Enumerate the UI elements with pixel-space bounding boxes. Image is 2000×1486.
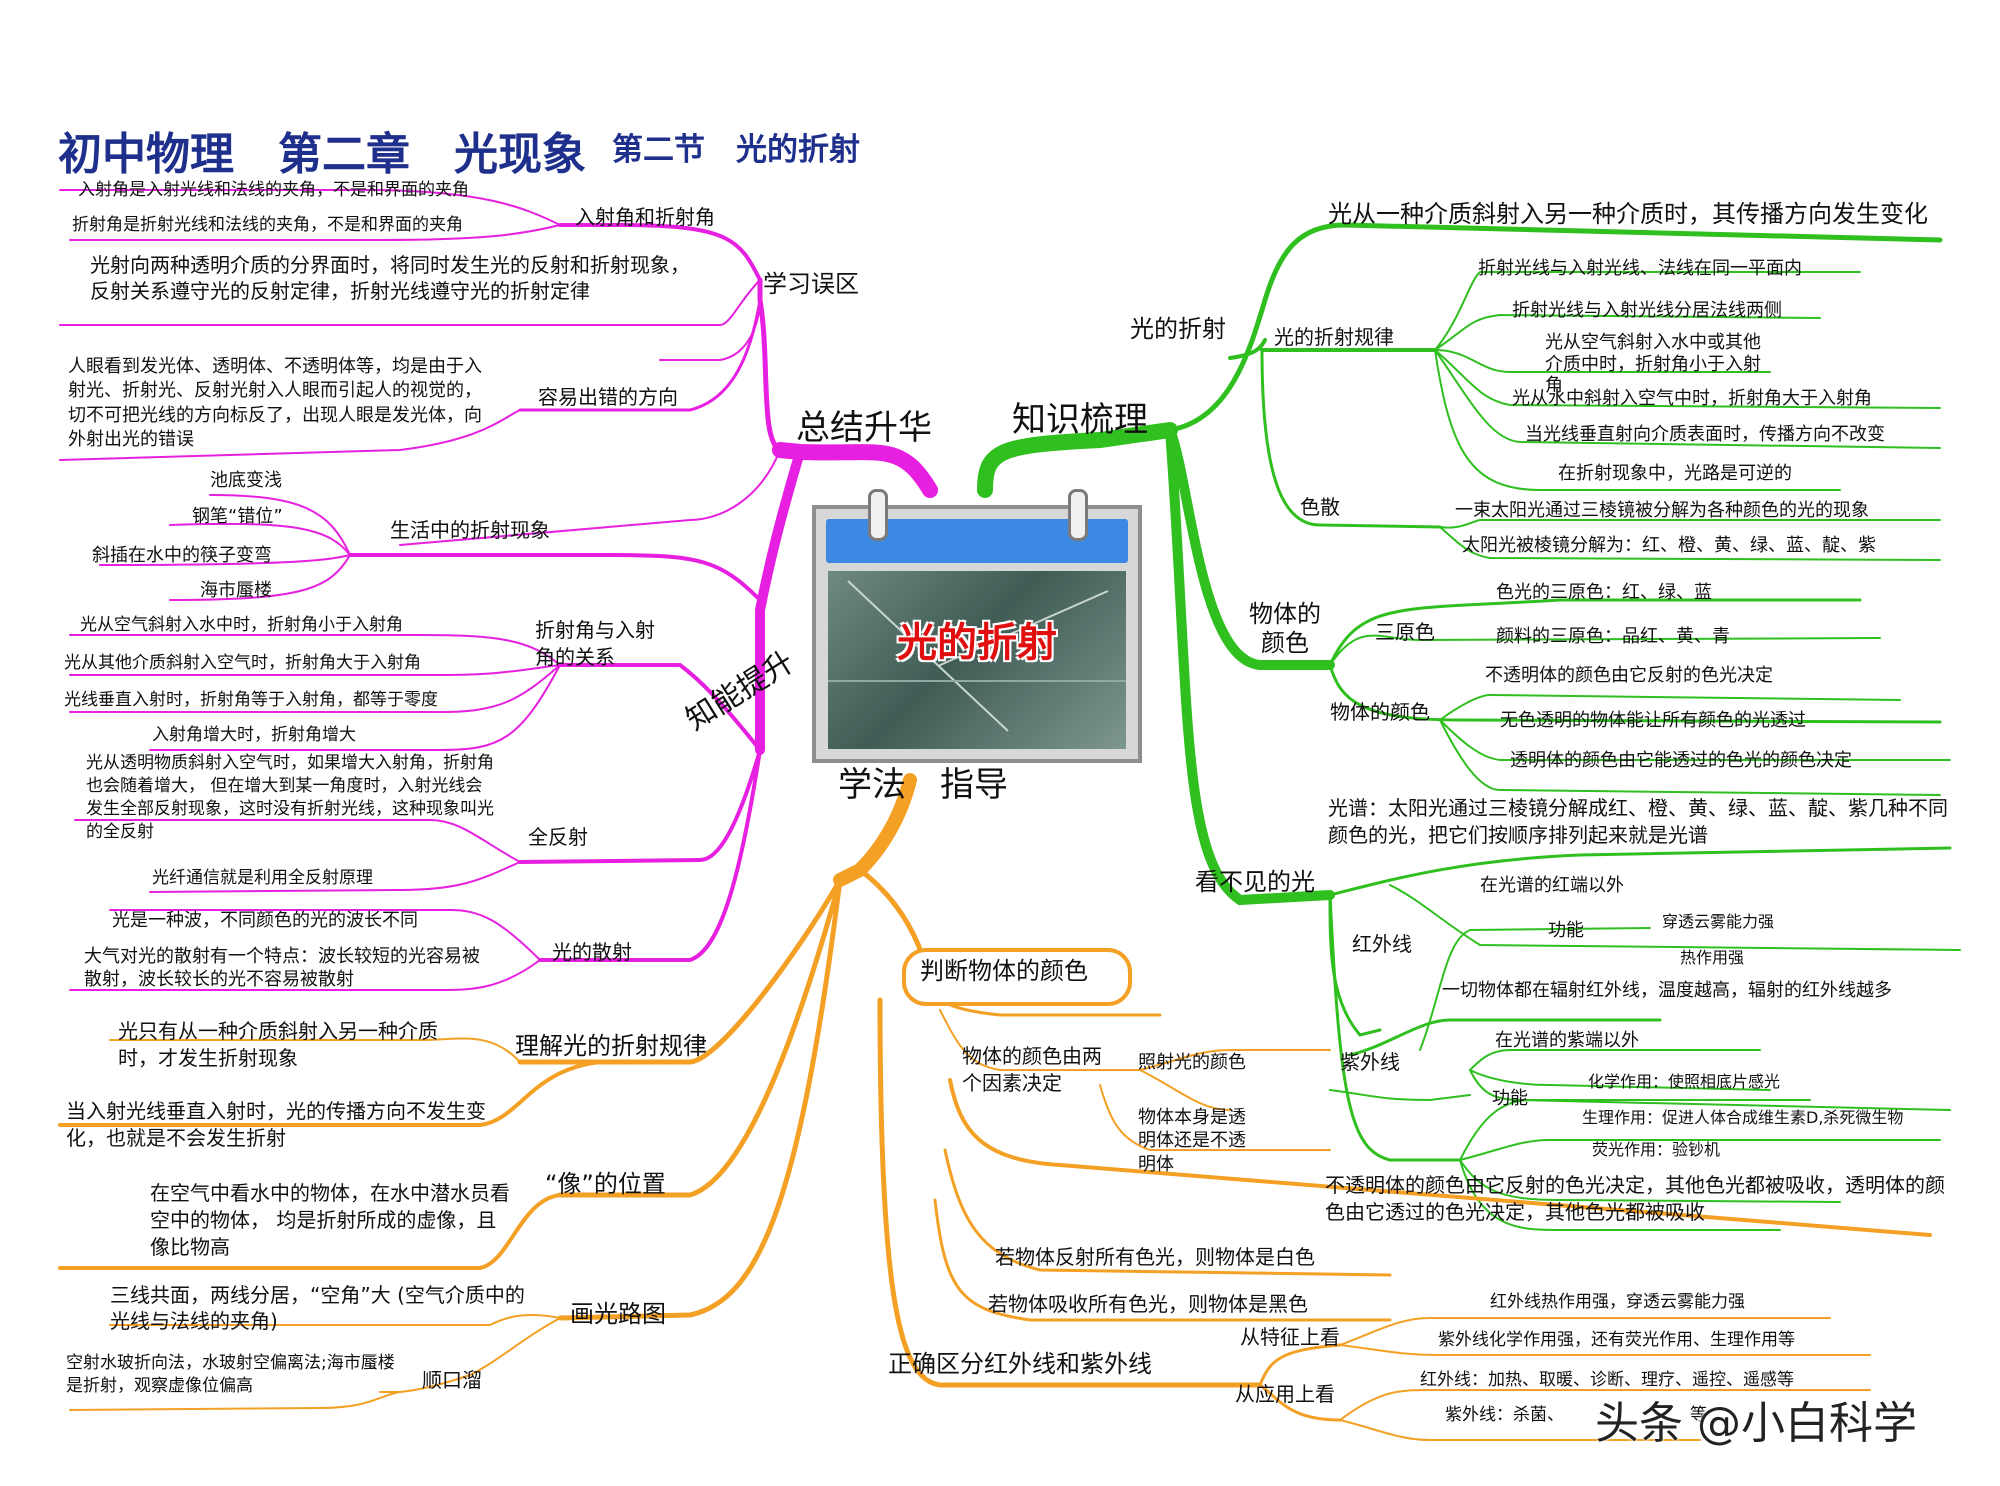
application-item: 紫外线：杀菌、 bbox=[1445, 1405, 1564, 1425]
node-primary-colors: 三原色 bbox=[1375, 620, 1435, 644]
draw-path-text: 三线共面，两线分居，“空角”大 (空气介质中的光线与法线的夹角) bbox=[110, 1283, 525, 1333]
node-judge-color: 判断物体的颜色 bbox=[920, 957, 1088, 985]
law-item: 光从水中斜射入空气中时，折射角大于入射角 bbox=[1512, 388, 1872, 409]
ultraviolet-function-item: 荧光作用：验钞机 bbox=[1592, 1140, 1721, 1159]
ultraviolet-function-item: 化学作用：使照相底片感光 bbox=[1588, 1072, 1781, 1091]
law-item: 折射光线与入射光线分居法线两侧 bbox=[1512, 300, 1782, 321]
water-refraction-icon bbox=[828, 580, 1126, 732]
node-distinguish-ir-uv: 正确区分红外线和紫外线 bbox=[888, 1350, 1152, 1378]
infrared-position: 在光谱的红端以外 bbox=[1480, 875, 1624, 896]
life-item: 海市蜃楼 bbox=[200, 580, 272, 601]
ultraviolet-position: 在光谱的紫端以外 bbox=[1495, 1030, 1639, 1051]
white-text: 若物体反射所有色光，则物体是白色 bbox=[995, 1245, 1315, 1269]
node-rhyme: 顺口溜 bbox=[422, 1368, 482, 1392]
branch-method: 学法 指导 bbox=[838, 765, 1008, 805]
law-item: 当光线垂直射向介质表面时，传播方向不改变 bbox=[1525, 424, 1885, 445]
life-item: 钢笔“错位” bbox=[192, 506, 283, 527]
node-dispersion: 色散 bbox=[1300, 495, 1340, 519]
node-ultraviolet: 紫外线 bbox=[1340, 1050, 1400, 1074]
judge-color-box bbox=[902, 948, 1132, 1006]
node-angles: 入射角和折射角 bbox=[575, 205, 715, 229]
page-subtitle: 第二节 光的折射 bbox=[612, 132, 860, 168]
direction-text: 人眼看到发光体、透明体、不透明体等，均是由于入射光、折射光、反射光射入人眼而引起… bbox=[68, 356, 482, 450]
infrared-function: 功能 bbox=[1548, 920, 1584, 941]
feature-item: 红外线热作用强，穿透云雾能力强 bbox=[1490, 1292, 1745, 1312]
angle-item: 折射角是折射光线和法线的夹角，不是和界面的夹角 bbox=[72, 215, 463, 235]
node-object-color: 物体的颜色 bbox=[1249, 600, 1321, 657]
watermark: 头条 @小白科学 bbox=[1595, 1398, 1917, 1449]
image-position-text: 在空气中看水中的物体，在水中潜水员看空中的物体， 均是折射所成的虚像，且像比物高 bbox=[150, 1181, 510, 1259]
object-color-item: 无色透明的物体能让所有颜色的光透过 bbox=[1500, 710, 1806, 731]
green-branch-lines bbox=[977, 222, 1961, 1231]
node-angle-relation: 折射角与入射角的关系 bbox=[535, 618, 655, 669]
life-item: 斜插在水中的筷子变弯 bbox=[92, 545, 272, 566]
rhyme-text: 空射水玻折向法，水玻射空偏离法;海市蜃楼是折射，观察虚像位偏高 bbox=[66, 1353, 395, 1396]
law-item: 在折射现象中，光路是可逆的 bbox=[1558, 463, 1792, 484]
relation-item: 光从其他介质斜射入空气时，折射角大于入射角 bbox=[64, 653, 421, 673]
scattering-item: 光是一种波，不同颜色的光的波长不同 bbox=[112, 910, 418, 931]
application-item-tail: 等 bbox=[1690, 1405, 1707, 1425]
node-direction: 容易出错的方向 bbox=[538, 385, 678, 409]
dispersion-item: 一束太阳光通过三棱镜被分解为各种颜色的光的现象 bbox=[1455, 500, 1869, 521]
law-item: 折射光线与入射光线、法线在同一平面内 bbox=[1478, 258, 1802, 279]
center-title: 光的折射 bbox=[897, 620, 1057, 666]
relation-item: 入射角增大时，折射角增大 bbox=[152, 725, 356, 745]
relation-item: 光从空气斜射入水中时，折射角小于入射角 bbox=[80, 615, 403, 635]
feature-item: 紫外线化学作用强，还有荧光作用、生理作用等 bbox=[1438, 1330, 1795, 1350]
binder-ring-right-icon bbox=[1068, 489, 1088, 541]
application-item: 红外线：加热、取暖、诊断、理疗、遥控、遥感等 bbox=[1420, 1370, 1794, 1390]
fiber-text: 光纤通信就是利用全反射原理 bbox=[152, 868, 373, 888]
relation-item: 光线垂直入射时，折射角等于入射角，都等于零度 bbox=[64, 690, 438, 710]
infrared-function-item: 穿透云雾能力强 bbox=[1662, 912, 1775, 931]
spectrum-text: 光谱：太阳光通过三棱镜分解成红、橙、黄、绿、蓝、靛、紫几种不同颜色的光，把它们按… bbox=[1328, 796, 1948, 847]
page-title: 初中物理 第二章 光现象 bbox=[58, 129, 586, 180]
branch-knowledge: 知识梳理 bbox=[1012, 400, 1148, 440]
reflection-refraction-text: 光射向两种透明介质的分界面时，将同时发生光的反射和折射现象，反射关系遵守光的反射… bbox=[90, 253, 690, 303]
node-refraction: 光的折射 bbox=[1130, 315, 1226, 343]
understand-item: 光只有从一种介质斜射入另一种介质时，才发生折射现象 bbox=[118, 1019, 438, 1070]
ultraviolet-function: 功能 bbox=[1492, 1088, 1528, 1109]
node-object-color-2: 物体的颜色 bbox=[1330, 700, 1430, 724]
color-decide-text: 不透明体的颜色由它反射的色光决定，其他色光都被吸收，透明体的颜色由它透过的色光决… bbox=[1325, 1173, 1945, 1224]
node-refraction-def: 光从一种介质斜射入另一种介质时，其传播方向发生变化 bbox=[1328, 200, 1928, 228]
node-life-refraction: 生活中的折射现象 bbox=[390, 518, 550, 542]
dispersion-item: 太阳光被棱镜分解为：红、橙、黄、绿、蓝、靛、紫 bbox=[1462, 535, 1876, 556]
node-by-feature: 从特征上看 bbox=[1240, 1325, 1340, 1349]
branch-summary: 总结升华 bbox=[796, 408, 932, 448]
node-invisible-light: 看不见的光 bbox=[1195, 868, 1315, 896]
node-image-position: “像”的位置 bbox=[545, 1170, 666, 1198]
total-reflection-text: 光从透明物质斜射入空气时，如果增大入射角，折射角也会随着增大， 但在增大到某一角… bbox=[86, 753, 494, 842]
node-scattering: 光的散射 bbox=[552, 940, 632, 964]
center-card: 光的折射 bbox=[812, 489, 1142, 763]
object-color-item: 透明体的颜色由它能透过的色光的颜色决定 bbox=[1510, 750, 1852, 771]
scattering-item: 大气对光的散射有一个特点：波长较短的光容易被散射，波长较长的光不容易被散射 bbox=[84, 946, 480, 991]
life-item: 池底变浅 bbox=[210, 470, 282, 491]
understand-item: 当入射光线垂直入射时，光的传播方向不发生变化，也就是不会发生折射 bbox=[66, 1099, 486, 1150]
magenta-branch-lines bbox=[59, 189, 938, 991]
node-total-reflection: 全反射 bbox=[528, 825, 588, 849]
ultraviolet-function-item: 生理作用：促进人体合成维生素D,杀死微生物 bbox=[1582, 1108, 1904, 1127]
binder-ring-left-icon bbox=[868, 489, 888, 541]
primary-item: 颜料的三原色：品红、黄、青 bbox=[1496, 626, 1730, 647]
law-item: 光从空气斜射入水中或其他介质中时，折射角小于入射角 bbox=[1545, 332, 1761, 397]
factor-item: 物体本身是透明体还是不透明体 bbox=[1138, 1107, 1246, 1175]
center-card-photo bbox=[828, 571, 1126, 749]
node-two-factors: 物体的颜色由两个因素决定 bbox=[962, 1044, 1102, 1095]
object-color-item: 不透明体的颜色由它反射的色光决定 bbox=[1485, 665, 1773, 686]
primary-item: 色光的三原色：红、绿、蓝 bbox=[1496, 582, 1712, 603]
infrared-all-objects: 一切物体都在辐射红外线，温度越高，辐射的红外线越多 bbox=[1442, 980, 1892, 1001]
factor-item: 照射光的颜色 bbox=[1138, 1052, 1246, 1073]
infrared-function-item: 热作用强 bbox=[1680, 948, 1745, 967]
node-understand-law: 理解光的折射规律 bbox=[515, 1032, 707, 1060]
angle-item: 入射角是入射光线和法线的夹角，不是和界面的夹角 bbox=[78, 180, 469, 200]
node-refraction-law: 光的折射规律 bbox=[1274, 325, 1394, 349]
node-mistakes: 学习误区 bbox=[763, 270, 859, 298]
black-text: 若物体吸收所有色光，则物体是黑色 bbox=[988, 1292, 1308, 1316]
node-by-application: 从应用上看 bbox=[1235, 1382, 1335, 1406]
node-draw-path: 画光路图 bbox=[570, 1300, 666, 1328]
node-infrared: 红外线 bbox=[1352, 932, 1412, 956]
